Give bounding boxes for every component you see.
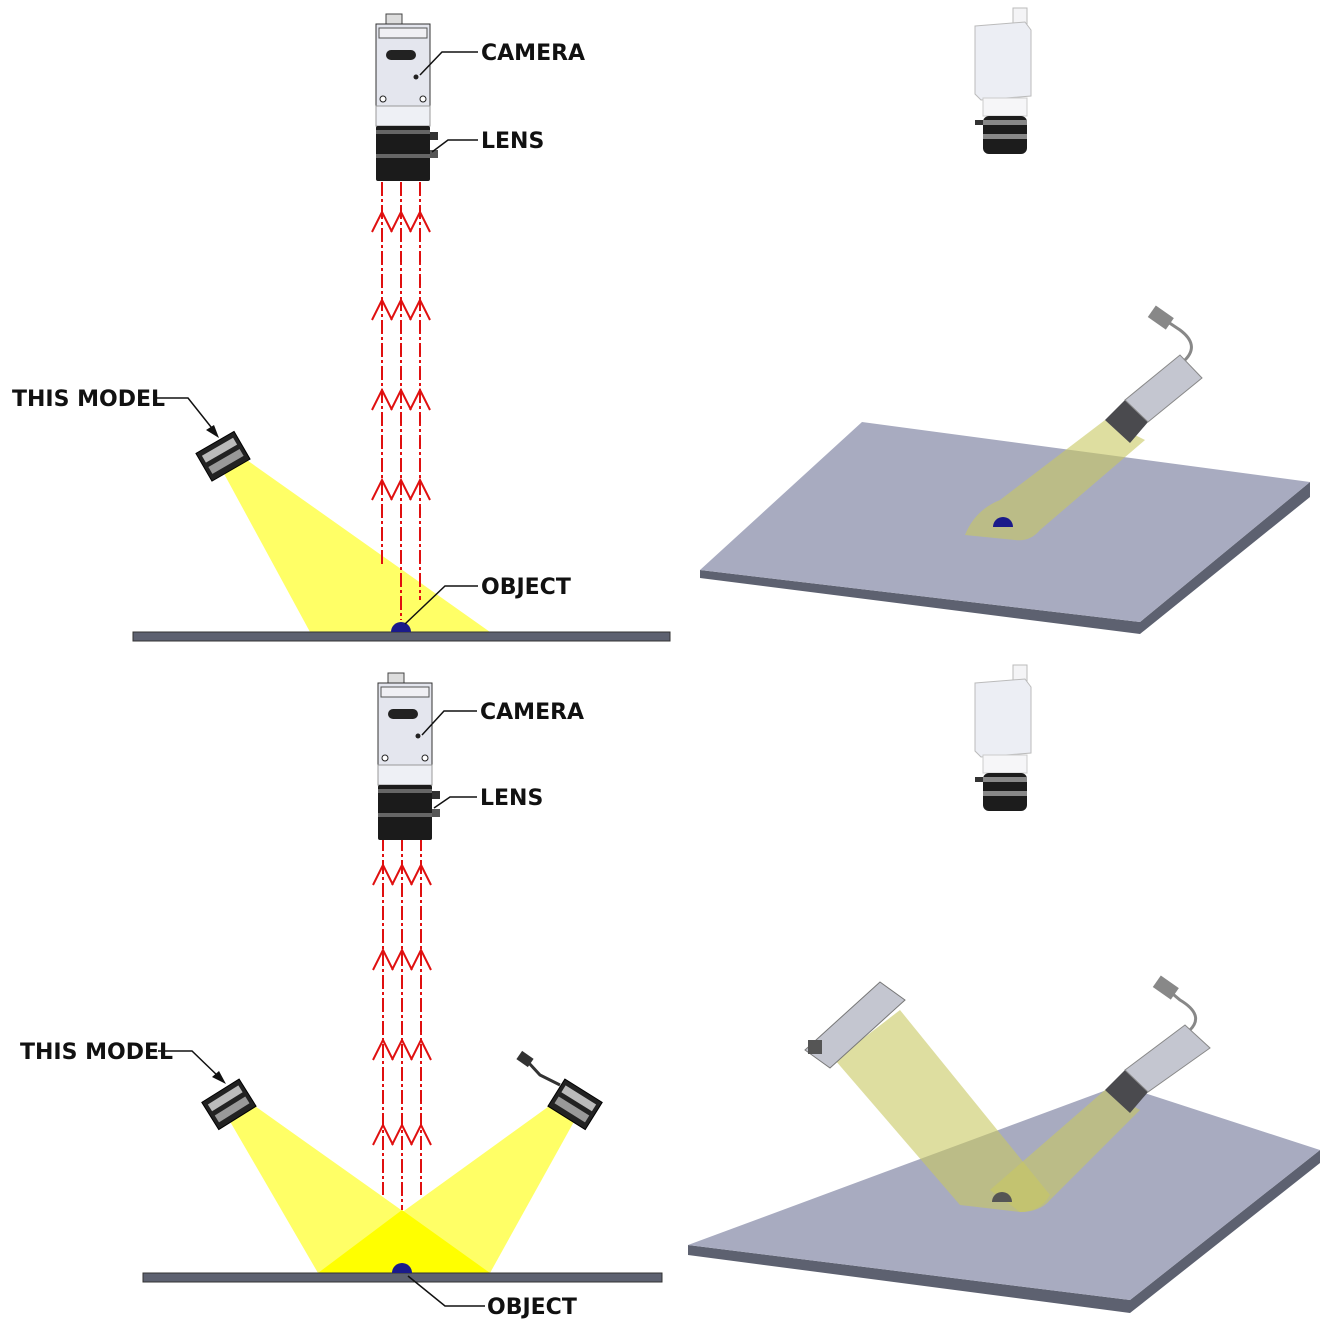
camera-label: CAMERA	[480, 700, 584, 725]
object-label: OBJECT	[487, 1295, 577, 1320]
light-3d-icon	[1105, 305, 1203, 443]
object-3d	[993, 517, 1013, 527]
left-light-3d-icon	[804, 981, 906, 1069]
light-rays	[372, 837, 432, 1210]
bottom-left-panel: CAMERA LENS THIS MODEL OBJECT	[20, 672, 663, 1320]
left-light-beam-3d	[835, 1010, 1050, 1212]
cable-connector-icon	[516, 1050, 561, 1087]
base-plate	[142, 1272, 663, 1283]
right-light-3d-icon	[1105, 975, 1211, 1113]
object	[391, 622, 411, 632]
base-plate	[132, 631, 671, 642]
beam-overlap	[318, 1210, 490, 1273]
top-right-3d-view	[700, 7, 1310, 634]
camera-icon	[375, 13, 439, 182]
plate-3d-edge	[688, 1150, 1320, 1313]
object-label: OBJECT	[481, 575, 571, 600]
camera-3d-icon	[974, 7, 1032, 155]
this-model-label: THIS MODEL	[20, 1040, 173, 1065]
object	[392, 1263, 412, 1273]
lens-label: LENS	[480, 786, 543, 811]
right-light-beam-3d	[990, 1090, 1140, 1212]
lens-label: LENS	[481, 129, 544, 154]
bottom-right-3d-view	[688, 664, 1320, 1313]
light-beam	[222, 458, 490, 632]
light-rays	[371, 182, 431, 620]
camera-3d-icon	[974, 664, 1032, 812]
top-left-panel: CAMERA LENS THIS MODEL OBJECT	[12, 13, 671, 642]
object-3d	[992, 1192, 1012, 1202]
light-beam-3d	[965, 420, 1145, 541]
camera-icon	[377, 672, 441, 841]
camera-label: CAMERA	[481, 41, 585, 66]
plate-3d-edge	[700, 482, 1310, 634]
this-model-label: THIS MODEL	[12, 387, 165, 412]
